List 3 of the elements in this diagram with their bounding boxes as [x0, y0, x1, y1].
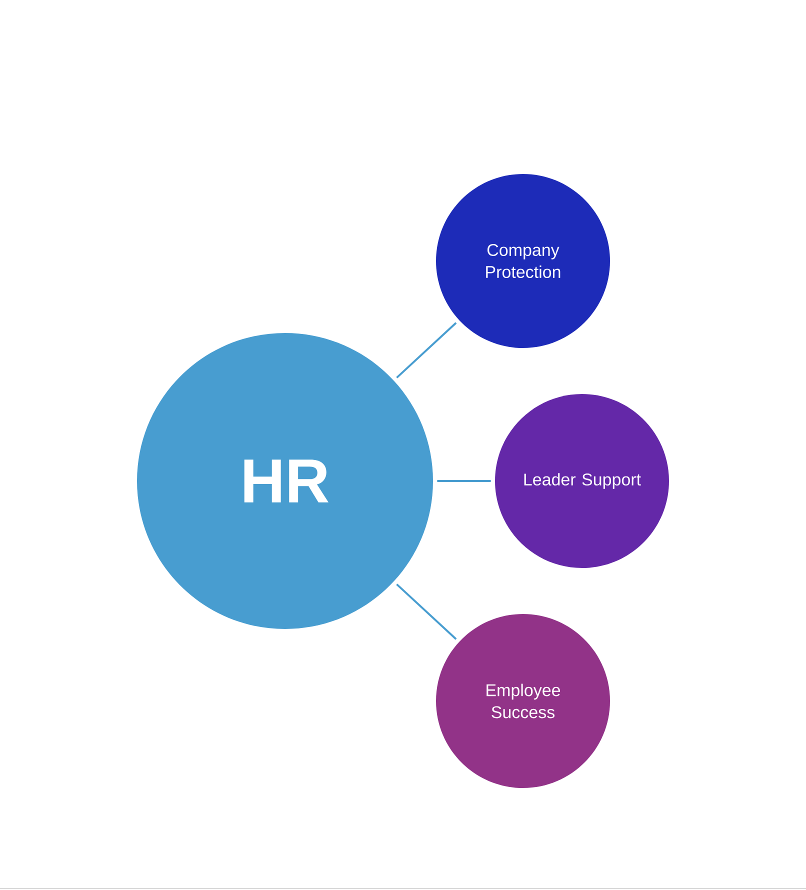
connector-line	[396, 584, 457, 640]
connector-line	[437, 480, 491, 482]
connector-line	[396, 322, 457, 378]
